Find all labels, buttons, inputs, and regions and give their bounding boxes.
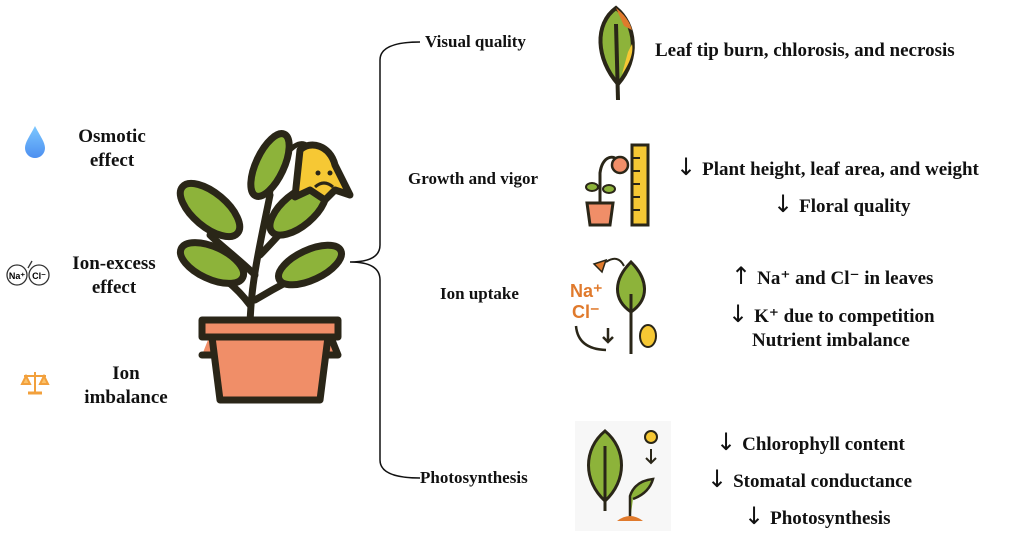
down-arrow-icon: ↓ — [716, 428, 737, 456]
down-arrow-icon: ↓ — [707, 465, 728, 493]
cause-label: effect — [91, 277, 137, 298]
photosynthesis-plant-sun-icon — [575, 421, 671, 531]
branch-growth-and-vigor: Growth and vigor — [408, 169, 539, 188]
effect-text: K⁺ due to competition — [754, 306, 935, 327]
effect-text: Stomatal conductance — [733, 471, 913, 492]
cause-label: Osmotic — [78, 126, 146, 147]
cause-label: effect — [89, 150, 135, 171]
cause-label: Ion — [112, 363, 140, 384]
bracket-connector — [349, 41, 421, 479]
effect-na-cl-in-leaves: ↑Na⁺ and Cl⁻ in leaves — [731, 262, 933, 290]
effect-text: Chlorophyll content — [742, 434, 905, 455]
na-cl-ions-icon: Na⁺ Cl⁻ — [6, 260, 50, 286]
plant-ruler-icon — [585, 143, 650, 227]
branch-visual-quality: Visual quality — [425, 32, 526, 51]
burnt-leaf-icon — [598, 5, 635, 101]
effect-text: Floral quality — [799, 196, 911, 217]
down-arrow-icon: ↓ — [728, 300, 749, 328]
cause-ion-imbalance: Ion imbalance — [70, 362, 182, 410]
up-arrow-icon: ↑ — [731, 262, 752, 290]
cause-label: Ion-excess — [72, 253, 156, 274]
branch-photosynthesis: Photosynthesis — [420, 468, 528, 487]
branch-ion-uptake: Ion uptake — [440, 284, 519, 303]
effect-photosynthesis: ↓Photosynthesis — [744, 502, 890, 530]
down-arrow-icon: ↓ — [676, 153, 697, 181]
cause-ion-excess-effect: Ion-excess effect — [55, 252, 173, 300]
na-ion-text: Na⁺ — [9, 271, 26, 281]
effect-floral-quality: ↓Floral quality — [773, 190, 910, 218]
balance-scale-icon — [20, 372, 50, 395]
down-arrow-icon: ↓ — [744, 502, 765, 530]
effect-nutrient-imbalance: Nutrient imbalance — [752, 330, 910, 351]
wilting-plant-icon — [176, 130, 354, 404]
water-drop-icon — [25, 126, 45, 158]
na-ion-text: Na⁺ — [570, 281, 603, 301]
effect-text: Photosynthesis — [770, 508, 891, 529]
effect-text: Na⁺ and Cl⁻ in leaves — [757, 268, 934, 289]
effect-text: Plant height, leaf area, and weight — [702, 159, 979, 180]
effect-k-competition: ↓K⁺ due to competition — [728, 300, 935, 328]
effect-leaf-tip-burn: Leaf tip burn, chlorosis, and necrosis — [655, 40, 955, 61]
cause-label: imbalance — [84, 387, 168, 408]
down-arrow-icon: ↓ — [773, 190, 794, 218]
effect-chlorophyll-content: ↓Chlorophyll content — [716, 428, 905, 456]
cl-ion-text: Cl⁻ — [572, 302, 600, 322]
effect-plant-height: ↓Plant height, leaf area, and weight — [676, 153, 979, 181]
cause-osmotic-effect: Osmotic effect — [62, 125, 162, 173]
ion-uptake-icon: Na⁺ Cl⁻ — [570, 257, 657, 354]
effect-stomatal-conductance: ↓Stomatal conductance — [707, 465, 912, 493]
cl-ion-text: Cl⁻ — [32, 271, 46, 281]
